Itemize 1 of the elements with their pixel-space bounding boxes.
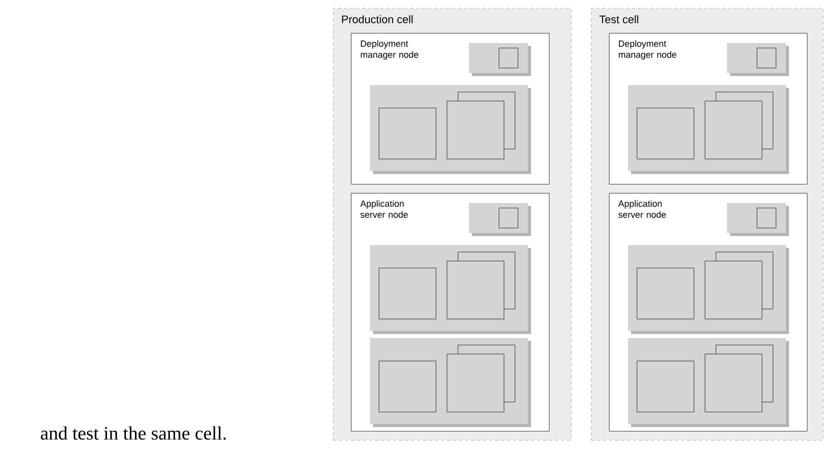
body-text: and test in the same cell. — [40, 426, 226, 440]
